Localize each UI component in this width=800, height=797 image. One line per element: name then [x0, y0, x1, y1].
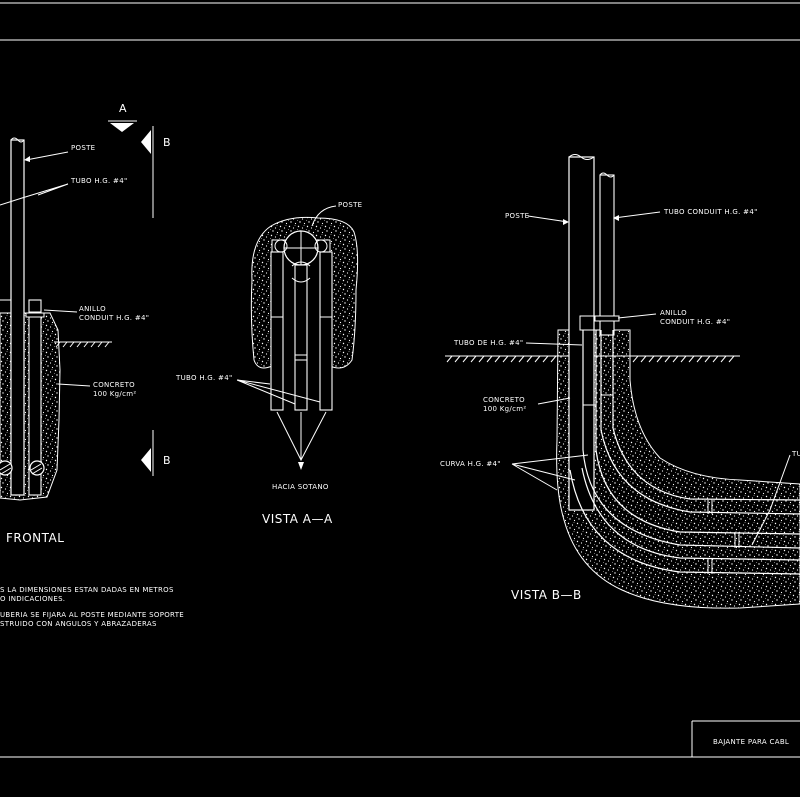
bb-label-concreto-1: CONCRETO — [483, 396, 525, 404]
front-leader-poste — [25, 151, 69, 161]
bb-label-anillo-1: ANILLO — [660, 309, 687, 317]
bb-curve-outer-inner — [595, 330, 800, 535]
bb-pole — [568, 156, 595, 511]
bb-curve-outer — [582, 330, 800, 549]
front-label-concreto-1: CONCRETO — [93, 381, 135, 389]
front-leader-anillo — [43, 309, 78, 313]
sheet-frame — [0, 2, 800, 758]
bb-label-poste: POSTE — [505, 212, 529, 220]
section-arrow-b-top — [141, 130, 151, 154]
bb-curve-middle — [600, 330, 800, 515]
bb-ring — [594, 315, 620, 322]
title-block: BAJANTE PARA CABL — [691, 720, 800, 757]
bb-leader-poste — [527, 215, 569, 223]
front-marker-b-bottom: B — [163, 454, 171, 467]
view-bb: POSTE TUBO CONDUIT H.G. #4" ANILLO CONDU… — [440, 154, 800, 609]
bb-ground-hatch — [446, 355, 735, 363]
aa-label-poste: POSTE — [338, 201, 362, 209]
aa-label-sotano: HACIA SOTANO — [272, 483, 329, 491]
front-leader-tubo — [0, 183, 69, 206]
bb-leader-tu — [751, 454, 791, 546]
bb-leader-concreto — [537, 397, 571, 405]
bb-leader-curva — [511, 454, 589, 491]
bb-leader-anillo — [617, 313, 657, 319]
bb-curve-lower — [569, 469, 800, 575]
note-line-4: STRUIDO CON ANGULOS Y ABRAZADERAS — [0, 620, 157, 628]
front-label-anillo-1: ANILLO — [79, 305, 106, 313]
general-notes: S LA DIMENSIONES ESTAN DADAS EN METROS O… — [0, 586, 184, 628]
bb-label-tubo-conduit: TUBO CONDUIT H.G. #4" — [663, 208, 758, 216]
aa-conduit-center — [294, 264, 308, 411]
bb-conduit-vertical — [599, 174, 615, 336]
aa-pole-bend — [291, 261, 311, 283]
aa-leader-tubo — [236, 379, 321, 405]
view-aa: POSTE TUBO H.G. #4" HACIA SOTANO VISTA A… — [175, 201, 362, 526]
front-pole — [10, 139, 25, 496]
bb-label-anillo-2: CONDUIT H.G. #4" — [660, 318, 730, 326]
aa-conduit-left — [270, 251, 284, 411]
front-marker-a: A — [119, 102, 127, 115]
front-conduit — [28, 299, 42, 496]
note-line-3: UBERIA SE FIJARA AL POSTE MEDIANTE SOPOR… — [0, 611, 184, 619]
front-label-poste: POSTE — [71, 144, 95, 152]
front-view-title: FRONTAL — [6, 531, 64, 545]
front-label-tubo: TUBO H.G. #4" — [70, 177, 128, 185]
bb-leader-tubo-conduit — [613, 211, 661, 219]
title-block-text: BAJANTE PARA CABL — [713, 738, 789, 746]
front-ring-top — [25, 312, 45, 318]
front-pole-break — [10, 137, 25, 143]
aa-label-tubo: TUBO H.G. #4" — [175, 374, 233, 382]
bb-label-tubo-de: TUBO DE H.G. #4" — [453, 339, 523, 347]
front-label-anillo-2: CONDUIT H.G. #4" — [79, 314, 149, 322]
section-arrow-b-bottom — [141, 448, 151, 472]
bb-curve-lower-inner — [581, 467, 800, 561]
bb-view-title: VISTA B—B — [511, 588, 582, 602]
bb-label-curva: CURVA H.G. #4" — [440, 460, 501, 468]
front-ground-hatch — [55, 341, 110, 348]
front-marker-b-top: B — [163, 136, 171, 149]
aa-leader-poste — [311, 205, 337, 227]
bb-joint-marks — [583, 394, 740, 574]
aa-view-title: VISTA A—A — [262, 512, 333, 526]
bb-pole-break — [568, 154, 595, 160]
bb-curve-middle-inner — [612, 330, 800, 501]
section-arrow-a — [110, 123, 134, 132]
aa-arrow-sotano — [298, 462, 304, 470]
front-leader-concreto — [57, 383, 91, 387]
aa-convergence-lines — [276, 411, 327, 462]
bb-label-concreto-2: 100 Kg/cm² — [483, 405, 526, 413]
note-line-2: O INDICACIONES. — [0, 595, 65, 603]
bb-leader-tubo-de — [525, 342, 583, 346]
front-view: A B B POSTE TUBO H.G. #4" ANILLO CONDUIT… — [0, 102, 171, 545]
note-line-1: S LA DIMENSIONES ESTAN DADAS EN METROS — [0, 586, 174, 594]
aa-conduit-right — [319, 251, 333, 411]
bb-label-tu: TU — [791, 450, 800, 458]
front-label-concreto-2: 100 Kg/cm² — [93, 390, 136, 398]
